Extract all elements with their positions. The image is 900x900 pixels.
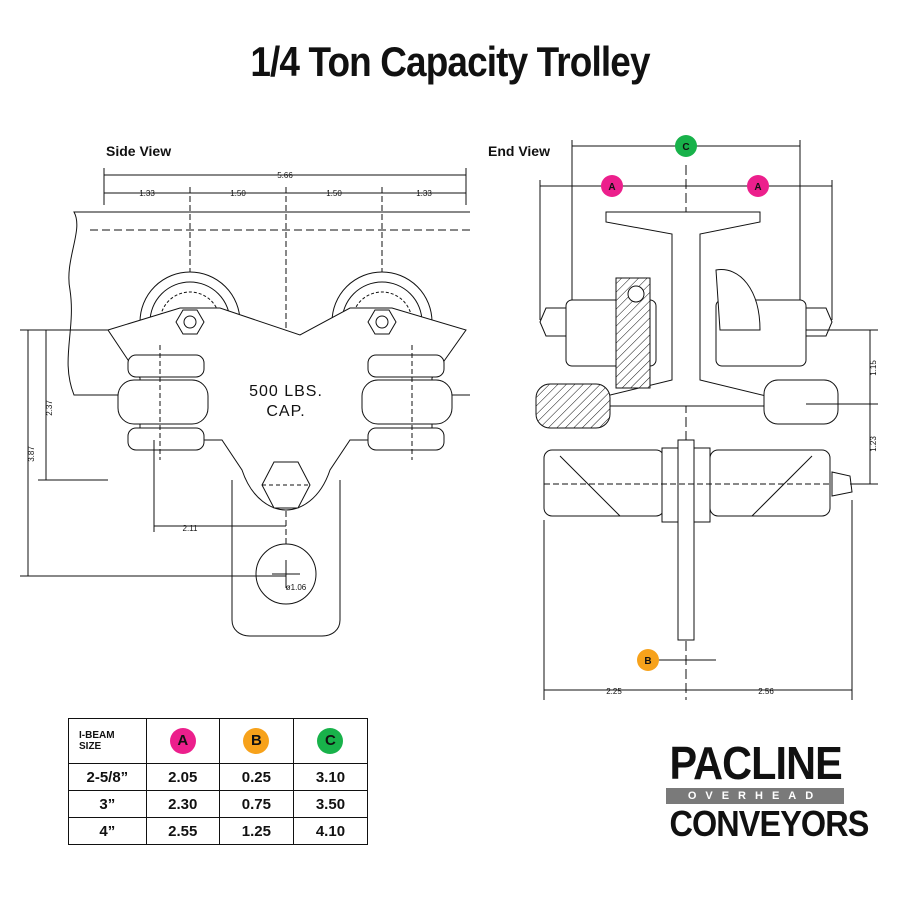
marker-a-right-label: A [754, 182, 761, 193]
col-a-badge: A [169, 728, 196, 754]
dim-hole: ø1.06 [286, 583, 307, 592]
dim-offset: 2.11 [183, 524, 199, 533]
dim-seg4: 1.33 [416, 189, 432, 198]
dim-bottom-left: 2.25 [606, 687, 622, 696]
dim-seg2: 1.50 [230, 189, 246, 198]
marker-b-circle [637, 649, 659, 671]
col-c-header: C [292, 718, 369, 764]
dim-height-a: 2.37 [45, 400, 54, 416]
dim-overall: 5.66 [277, 171, 293, 180]
marker-c-label: C [682, 142, 689, 153]
row-c: 3.50 [292, 790, 369, 818]
dim-right-lower: 1.23 [869, 436, 878, 452]
dim-height-b: 3.87 [27, 446, 36, 462]
row-b: 1.25 [218, 817, 294, 845]
row-c: 3.10 [292, 763, 369, 791]
end-view-drawing: C A A B 1.15 1.23 2.25 2.56 [535, 135, 878, 700]
row-size: 3” [68, 790, 147, 818]
row-c: 4.10 [292, 817, 369, 845]
marker-a-right-circle [747, 175, 769, 197]
dim-seg3: 1.50 [326, 189, 342, 198]
pacline-logo: PACLINE OVERHEAD CONVEYORS [660, 737, 870, 844]
marker-a-left-label: A [608, 182, 615, 193]
capacity-label-line1: 500 LBS. [249, 383, 323, 400]
page-title: 1/4 Ton Capacity Trolley [250, 38, 650, 85]
table-header-row: I-BEAM SIZE A B C [68, 718, 369, 764]
row-b: 0.25 [218, 763, 294, 791]
dim-seg1: 1.33 [139, 189, 155, 198]
col-b-header: B [218, 718, 294, 764]
table-row: 2-5/8” 2.05 0.25 3.10 [68, 763, 369, 791]
side-view-label: Side View [106, 143, 172, 159]
dim-right-upper: 1.15 [869, 360, 878, 376]
logo-line2: OVERHEAD [666, 788, 844, 804]
dim-bottom-right: 2.56 [758, 687, 774, 696]
col-b-badge: B [243, 728, 270, 754]
row-a: 2.55 [145, 817, 220, 845]
logo-line3: CONVEYORS [669, 803, 870, 844]
row-a: 2.30 [145, 790, 220, 818]
row-b: 0.75 [218, 790, 294, 818]
row-a: 2.05 [145, 763, 220, 791]
side-view-drawing: 5.66 1.33 1.50 1.50 1.33 500 LBS. CAP. 2… [20, 168, 470, 637]
row-size: 4” [68, 817, 147, 845]
end-view-label: End View [488, 143, 550, 159]
capacity-label-line2: CAP. [266, 403, 305, 420]
row-size: 2-5/8” [68, 763, 147, 791]
table-row: 4” 2.55 1.25 4.10 [68, 817, 369, 845]
marker-b-label: B [644, 656, 651, 667]
col-c-badge: C [317, 728, 344, 754]
marker-c-circle [675, 135, 697, 157]
size-header: I-BEAM SIZE [68, 718, 147, 764]
ibeam-size-table: I-BEAM SIZE A B C 2-5/8” 2.05 0.25 3.10 … [68, 718, 369, 845]
logo-line1: PACLINE [669, 737, 843, 789]
col-a-header: A [145, 718, 220, 764]
marker-a-left-circle [601, 175, 623, 197]
table-row: 3” 2.30 0.75 3.50 [68, 790, 369, 818]
